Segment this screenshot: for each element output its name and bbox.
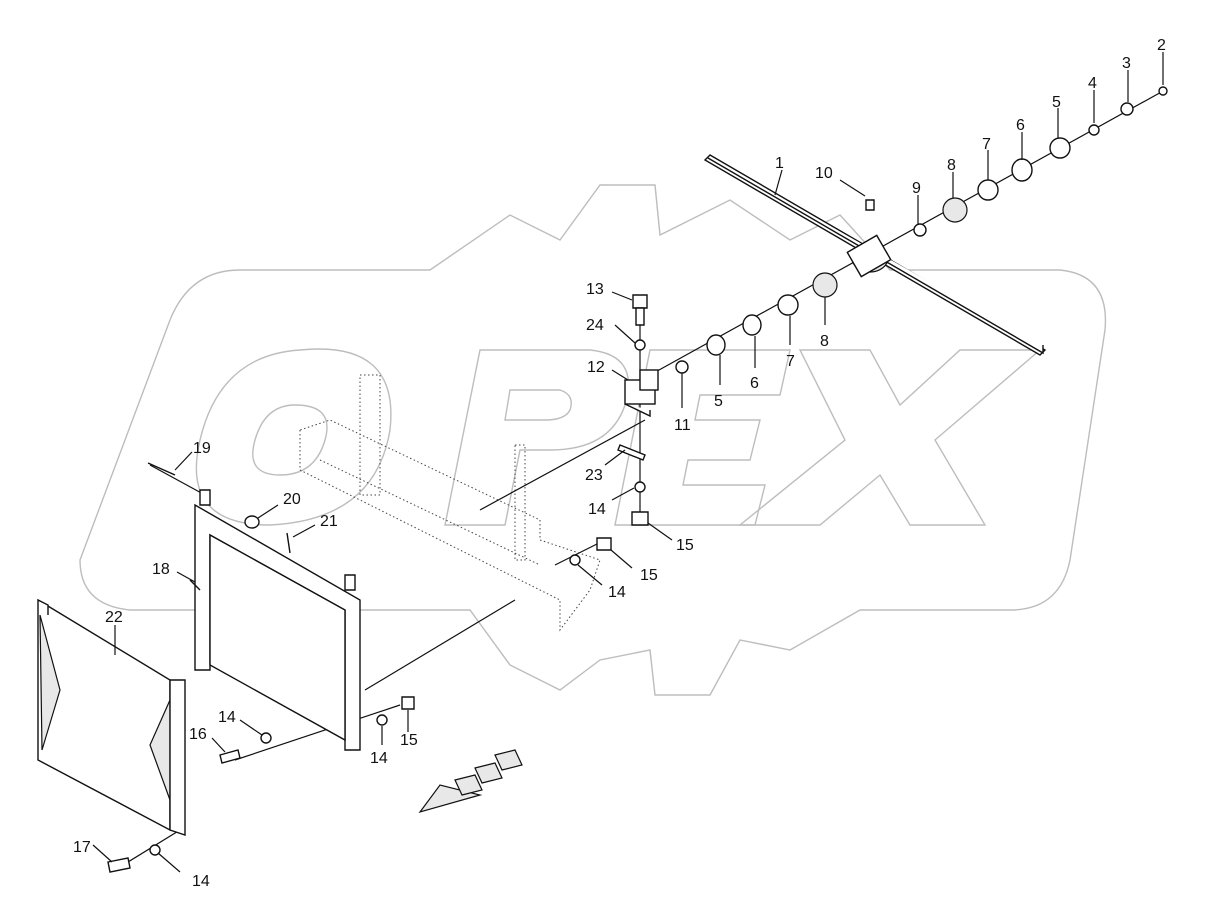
washer-stack-upper — [865, 86, 1168, 237]
callout-label: 9 — [912, 180, 921, 197]
callout-label: 16 — [189, 726, 207, 743]
callout-label: 1 — [775, 155, 784, 172]
fasteners-center — [569, 444, 649, 566]
callout-labels: 1 2 3 4 5 6 7 8 9 10 8 7 6 5 11 12 13 24… — [73, 37, 1166, 890]
callout-label: 6 — [750, 375, 759, 392]
callout-label: 14 — [608, 584, 626, 601]
callout-label: 4 — [1088, 75, 1097, 92]
callout-label: 23 — [585, 467, 603, 484]
callout-label: 13 — [586, 281, 604, 298]
fasteners-frame — [107, 462, 415, 873]
bracket-part-12 — [624, 294, 659, 418]
watermark-gear — [79, 184, 1107, 696]
callout-leaders — [92, 52, 1164, 873]
callout-label: 19 — [193, 440, 211, 457]
callout-label: 7 — [982, 136, 991, 153]
callout-label: 24 — [586, 317, 604, 334]
callout-label: 18 — [152, 561, 170, 578]
callout-label: 21 — [320, 513, 338, 530]
callout-label: 14 — [218, 709, 236, 726]
callout-label: 20 — [283, 491, 301, 508]
callout-label: 5 — [1052, 94, 1061, 111]
callout-label: 14 — [588, 501, 606, 518]
callout-label: 17 — [73, 839, 91, 856]
washer-stack-lower — [675, 272, 838, 374]
callout-label: 10 — [815, 165, 833, 182]
radiator-part-22 — [37, 598, 186, 836]
callout-label: 3 — [1122, 55, 1131, 72]
direction-arrow — [418, 749, 523, 814]
rail-part-1 — [703, 154, 1047, 356]
callout-label: 6 — [1016, 117, 1025, 134]
callout-label: 15 — [400, 732, 418, 749]
watermark-logo — [195, 348, 1042, 526]
frame-part-18 — [189, 489, 361, 751]
callout-label: 8 — [820, 333, 829, 350]
callout-label: 8 — [947, 157, 956, 174]
callout-label: 5 — [714, 393, 723, 410]
callout-label: 2 — [1157, 37, 1166, 54]
callout-label: 14 — [370, 750, 388, 767]
assembly-axis-lines — [114, 89, 1166, 871]
phantom-frame — [299, 374, 601, 632]
callout-label: 14 — [192, 873, 210, 890]
callout-label: 12 — [587, 359, 605, 376]
callout-label: 11 — [674, 417, 691, 434]
callout-label: 15 — [640, 567, 658, 584]
callout-label: 15 — [676, 537, 694, 554]
callout-label: 22 — [105, 609, 123, 626]
callout-label: 7 — [786, 353, 795, 370]
